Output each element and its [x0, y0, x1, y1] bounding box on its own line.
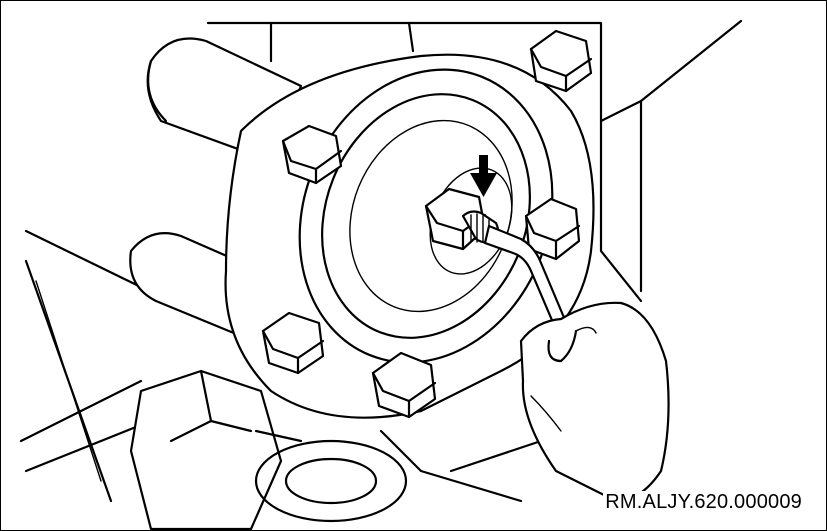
hand-icon — [519, 301, 670, 503]
arrow-down-icon — [470, 155, 497, 197]
bolt-upper-left — [281, 124, 343, 185]
figure-reference-code: RM.ALJY.620.000009 — [603, 491, 804, 514]
bolt-lower-left — [261, 311, 325, 375]
bolt-bottom — [371, 351, 437, 419]
bolt-upper-right — [529, 29, 593, 93]
housing-outline — [19, 19, 743, 503]
